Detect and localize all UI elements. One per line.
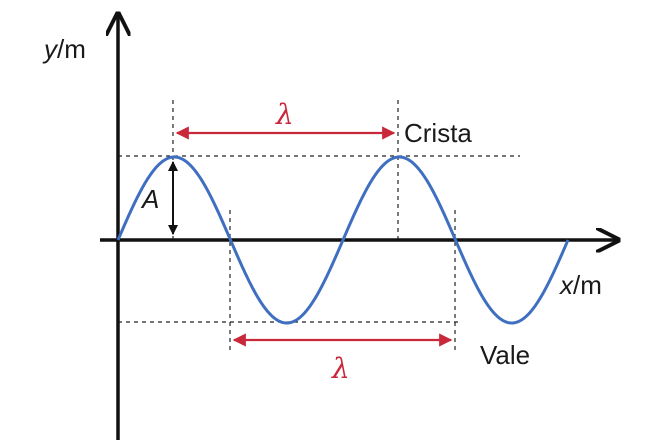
trough-label: Vale bbox=[480, 340, 530, 370]
y-axis-label: y/m bbox=[42, 34, 86, 64]
amplitude-label: A bbox=[140, 184, 159, 214]
x-axis-label: x/m bbox=[558, 270, 602, 300]
sine-wave bbox=[116, 155, 570, 325]
wavelength-label-bottom: λ bbox=[331, 352, 350, 385]
crest-label: Crista bbox=[404, 118, 472, 148]
wavelength-label-top: λ bbox=[275, 98, 294, 131]
